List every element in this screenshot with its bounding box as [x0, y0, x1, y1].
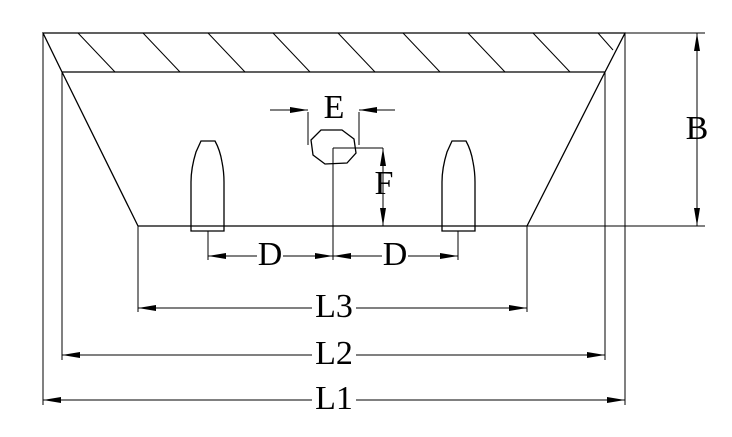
dimension-e-label: E	[324, 89, 345, 126]
hatch-lines	[77, 32, 614, 73]
right-tooth	[441, 140, 476, 232]
dimension-f: F	[333, 147, 394, 226]
dimension-l3-label: L3	[315, 288, 353, 325]
center-nut	[310, 129, 357, 165]
left-tooth	[190, 140, 225, 232]
dimension-e: E	[270, 89, 395, 145]
hatched-top-band	[41, 32, 627, 73]
dimension-f-label: F	[375, 165, 394, 202]
dimension-l1-label: L1	[315, 380, 353, 417]
dimension-d: D D	[207, 148, 459, 273]
dimension-b-label: B	[686, 110, 709, 147]
dimension-l2-label: L2	[315, 335, 353, 372]
dimension-l1: L1	[42, 33, 626, 417]
dimension-b: B	[527, 32, 709, 227]
dimension-l3: L3	[137, 226, 528, 325]
dimension-l2: L2	[61, 72, 606, 372]
dimension-d-left-label: D	[258, 236, 283, 273]
dimension-d-right-label: D	[383, 236, 408, 273]
